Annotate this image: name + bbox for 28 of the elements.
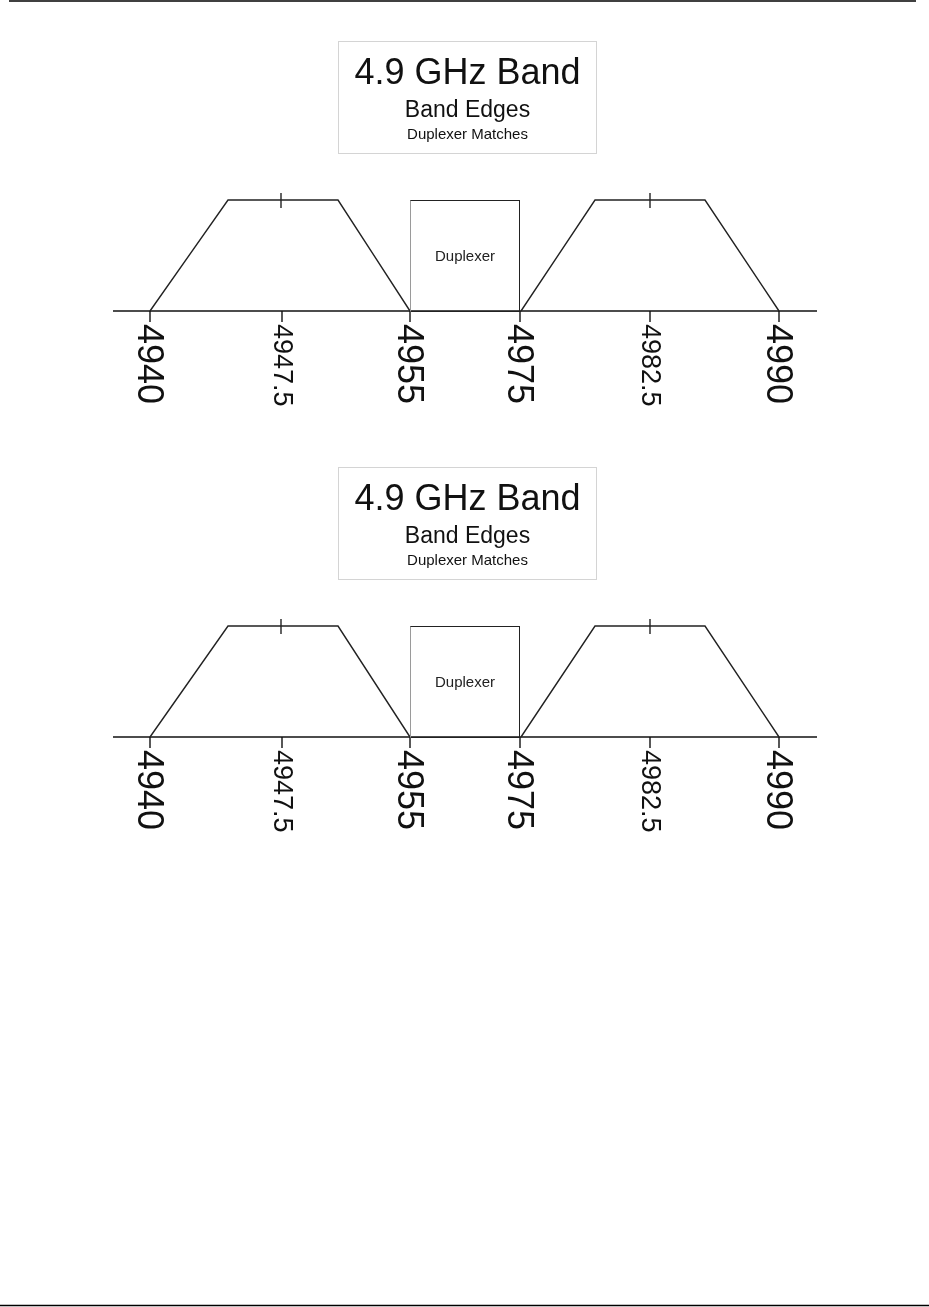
tick-label: 4975 xyxy=(502,324,538,405)
channel-trapezoid xyxy=(521,200,779,311)
band-title: 4.9 GHz Band xyxy=(354,478,581,518)
tick-label: 4982.5 xyxy=(636,324,664,407)
tick-label: 4990 xyxy=(761,324,797,405)
duplexer-box xyxy=(410,626,520,738)
band-note: Duplexer Matches xyxy=(407,552,528,569)
band-subtitle: Band Edges xyxy=(404,523,531,549)
tick-label: 4990 xyxy=(761,750,797,831)
tick-label: 4947.5 xyxy=(268,750,296,833)
band-title: 4.9 GHz Band xyxy=(354,52,581,92)
title-box xyxy=(338,41,597,154)
channel-trapezoid xyxy=(150,626,410,737)
band-subtitle: Band Edges xyxy=(404,97,531,123)
title-box xyxy=(338,467,597,580)
channel-trapezoid xyxy=(521,626,779,737)
tick-label: 4940 xyxy=(132,324,168,405)
tick-label: 4955 xyxy=(392,750,428,831)
tick-label: 4955 xyxy=(392,324,428,405)
duplexer-box xyxy=(410,200,520,312)
duplexer-label: Duplexer xyxy=(435,673,495,691)
tick-label: 4947.5 xyxy=(268,324,296,407)
channel-trapezoid xyxy=(150,200,410,311)
tick-label: 4982.5 xyxy=(636,750,664,833)
tick-label: 4940 xyxy=(132,750,168,831)
duplexer-label: Duplexer xyxy=(435,247,495,265)
tick-label: 4975 xyxy=(502,750,538,831)
band-note: Duplexer Matches xyxy=(407,126,528,143)
